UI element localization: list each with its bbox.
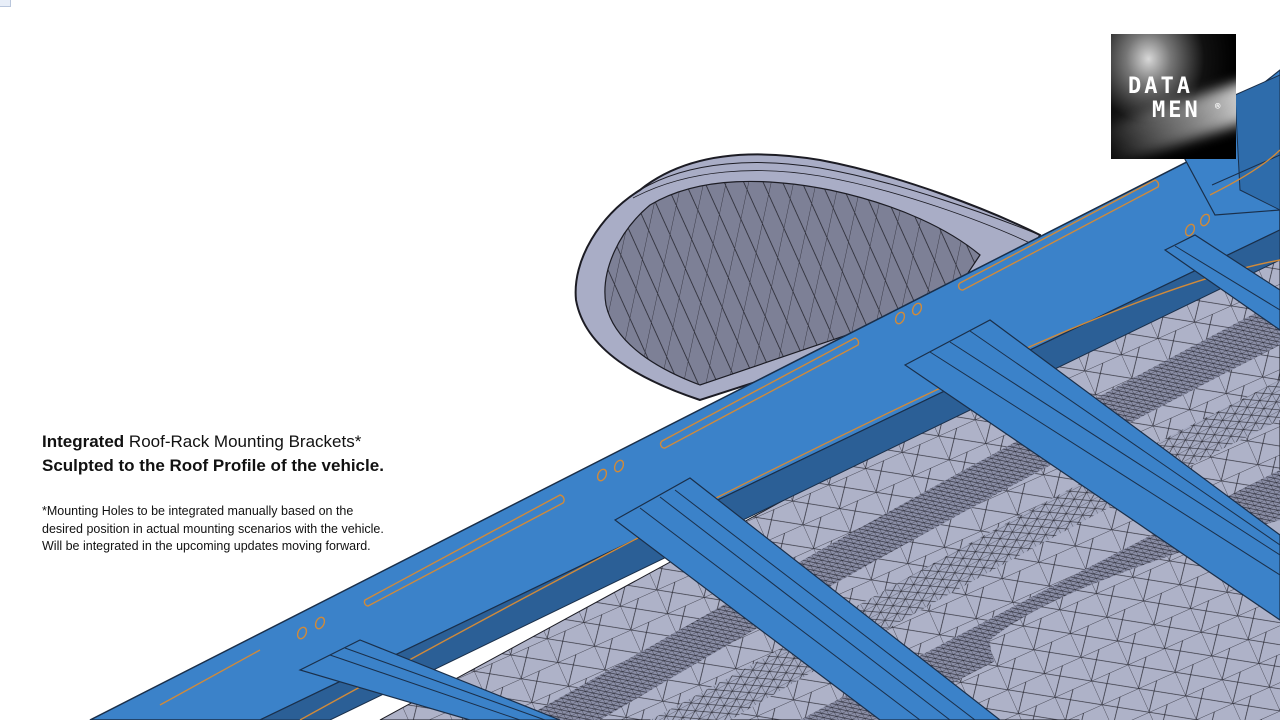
caption-title: Roof-Rack Mounting Brackets* xyxy=(124,432,362,451)
feature-caption: Integrated Roof-Rack Mounting Brackets* … xyxy=(42,430,422,478)
footnote: *Mounting Holes to be integrated manuall… xyxy=(42,503,422,556)
logo-text-line1: DATA xyxy=(1128,74,1193,99)
cross-bars xyxy=(298,234,1280,720)
caption-line-1: Integrated Roof-Rack Mounting Brackets* xyxy=(42,430,422,454)
datamen-logo: DATA MEN ® xyxy=(1111,34,1236,159)
footnote-line-2: desired position in actual mounting scen… xyxy=(42,521,384,536)
fairing xyxy=(574,153,1042,402)
footnote-line-3: Will be integrated in the upcoming updat… xyxy=(42,539,371,553)
logo-registered-mark: ® xyxy=(1215,102,1221,112)
footnote-line-1: *Mounting Holes to be integrated manuall… xyxy=(42,504,354,518)
logo-text-line2: MEN xyxy=(1152,98,1201,123)
caption-keyword: Integrated xyxy=(42,432,125,451)
slide-corner-marker xyxy=(0,0,11,7)
caption-line-2: Sculpted to the Roof Profile of the vehi… xyxy=(42,456,384,475)
